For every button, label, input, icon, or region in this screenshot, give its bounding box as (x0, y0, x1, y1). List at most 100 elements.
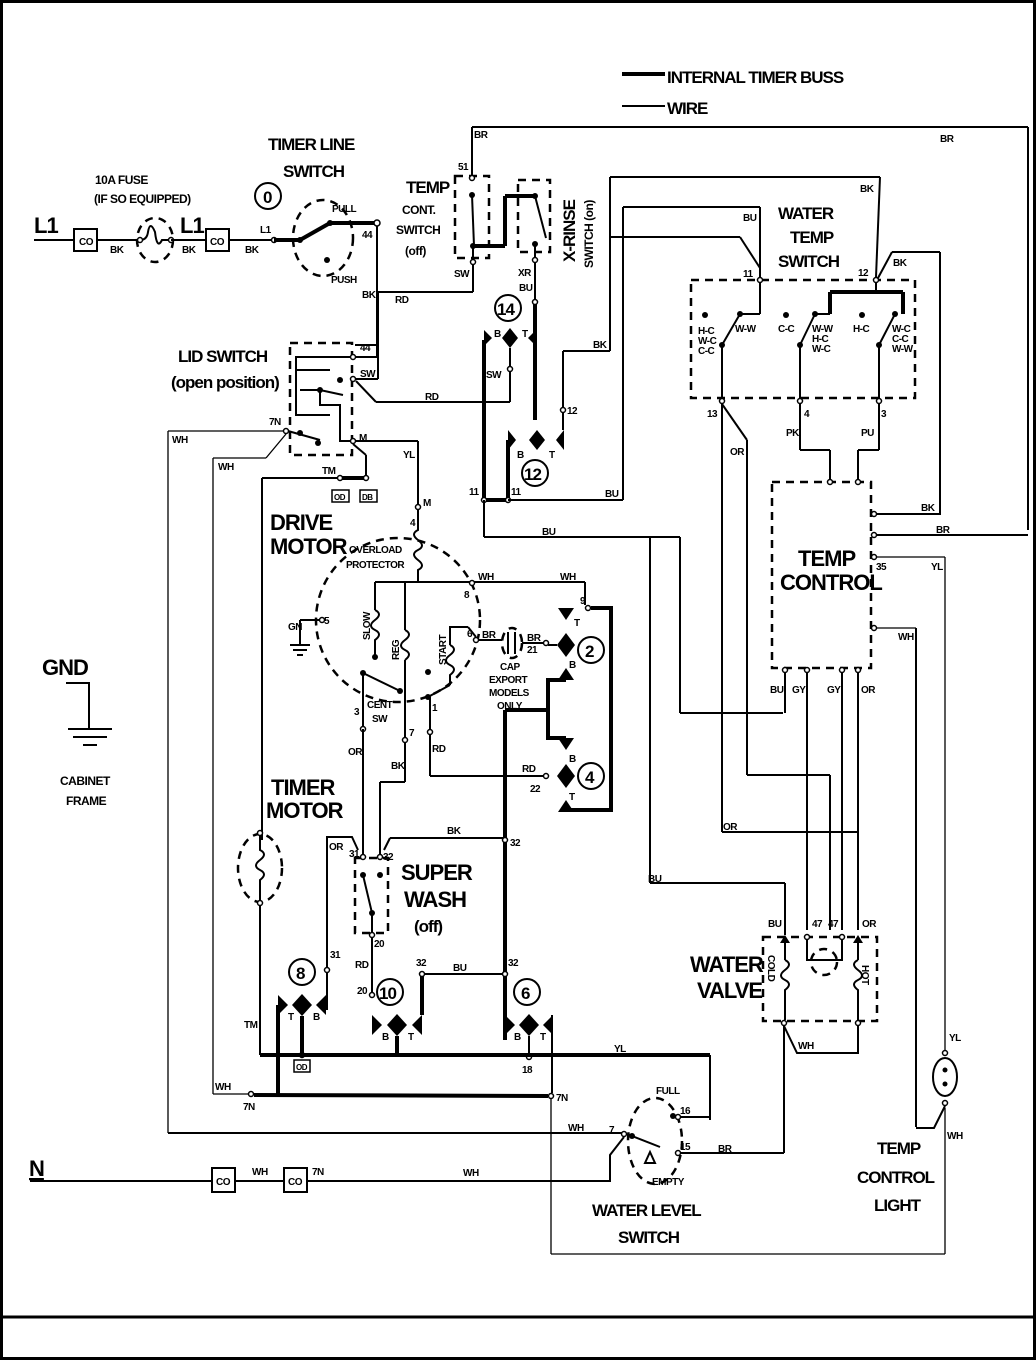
wire-bk (875, 176, 881, 278)
position-label: H-C (698, 326, 715, 337)
connector-block (293, 1059, 311, 1073)
temp-control-light-title-3: LIGHT (874, 1196, 922, 1215)
terminal-7n (282, 427, 290, 435)
terminal-label-20: 20 (374, 939, 385, 950)
internal-wiring (295, 356, 350, 371)
terminal-7 (620, 1130, 628, 1138)
internal-wiring (319, 390, 350, 442)
connector-label: CO (79, 237, 94, 248)
wire-color-wh: WH (560, 572, 576, 583)
cam-badge (254, 182, 282, 210)
cam-8: 8 T B OD (276, 958, 326, 1095)
terminal-label-9: 9 (580, 596, 586, 607)
start-label: START (438, 635, 449, 665)
contact (425, 669, 431, 675)
terminal-51 (468, 174, 476, 182)
contact-common (387, 1014, 407, 1036)
wire (66, 682, 90, 728)
cent-sw-label: CENT (367, 700, 393, 711)
terminal (941, 1049, 949, 1057)
terminal-label-16: 16 (680, 1106, 691, 1117)
wire-color-wh: WH (252, 1167, 268, 1178)
super-wash-switch: SUPER WASH (off) 31 32 20 BK 32 OR 31 RD… (323, 729, 522, 1010)
lid-switch-title: LID SWITCH (178, 347, 268, 366)
position-label: H-C (812, 334, 829, 345)
contact-t (556, 430, 564, 450)
timer-line-switch-title: TIMER LINE (268, 135, 355, 154)
wire (916, 1105, 946, 1129)
terminal-8 (468, 579, 476, 587)
terminal-m (414, 503, 422, 511)
contact-b (316, 995, 326, 1015)
cam-number: 4 (585, 768, 595, 787)
wire-color-rd: RD (522, 764, 536, 775)
contact (780, 935, 790, 943)
wire (352, 443, 367, 456)
terminal (854, 666, 862, 674)
terminal (256, 899, 264, 907)
contact (629, 1133, 635, 1139)
cam-6: 6 B T 18 YL (260, 978, 711, 1120)
x-rinse-title: X-RINSE (560, 199, 579, 262)
terminal-label-sw: SW (454, 269, 470, 280)
terminal (780, 1019, 788, 1027)
contact-common (519, 1014, 539, 1036)
temp-control-housing (770, 480, 873, 670)
terminal-label-tm: TM (244, 1020, 258, 1031)
water-temp-title-2: TEMP (790, 228, 834, 247)
drive-motor-title: DRIVE (270, 510, 333, 535)
cam-number: 14 (497, 300, 515, 319)
connector-label: OD (334, 493, 346, 502)
legend-buss-label: INTERNAL TIMER BUSS (667, 68, 844, 87)
cam-number: 0 (263, 188, 272, 207)
cabinet-ground: GND CABINET FRAME (42, 655, 112, 808)
timer-motor-title-2: MOTOR (266, 798, 344, 823)
wire-color-bu: BU (453, 963, 467, 974)
switch-arm (721, 313, 741, 346)
water-temp-switch: WATER TEMP SWITCH 11 H-C W-C C-C W-W 13 … (610, 127, 1029, 530)
cam-number: 12 (524, 465, 541, 484)
terminal-11 (756, 276, 764, 284)
contact-common (502, 328, 518, 348)
wire-color-wh: WH (898, 632, 914, 643)
timer-motor-coil-icon (255, 836, 265, 900)
x-rinse-switch: XR X-RINSE SWITCH (on) BU (516, 178, 596, 300)
terminal-label-31: 31 (330, 950, 341, 961)
wire-color-or: OR (348, 747, 363, 758)
terminal (870, 531, 878, 539)
timer-motor: TIMER MOTOR TM (236, 775, 345, 1055)
wire-wh (783, 1025, 859, 1054)
fuse-label: 10A FUSE (95, 173, 148, 187)
wire-color-bk: BK (447, 826, 462, 837)
switch-housing (626, 1096, 684, 1186)
contact-label-t: T (549, 450, 555, 461)
terminal-label-11: 11 (469, 487, 480, 498)
wire-color-wh: WH (947, 1131, 963, 1142)
neutral-wiring: WH WH WH WH 7N 7N (167, 430, 946, 1255)
cam-badge (513, 978, 541, 1006)
terminal-47 (803, 933, 811, 941)
switch-arm (299, 221, 331, 242)
contact-label-t: T (288, 1012, 294, 1023)
contact (853, 935, 863, 943)
temp-cont-title-2: CONT. (402, 203, 436, 217)
wire-color-bu: BU (770, 685, 784, 696)
cam-10: 10 B T 32 BU 32 (372, 958, 520, 1055)
connector-block (283, 1167, 308, 1193)
wire-color-bu: BU (542, 527, 556, 538)
wire-color-yl: YL (403, 450, 415, 461)
terminal-label-l1: L1 (260, 225, 272, 236)
terminal-label-xr: XR (518, 268, 532, 279)
cam-4: 4 B T (503, 678, 605, 1040)
contact-common (557, 633, 575, 657)
terminal-label-18: 18 (522, 1065, 533, 1076)
temp-control-light-title-2: CONTROL (857, 1168, 935, 1187)
contact (372, 654, 378, 660)
terminal-32 (501, 836, 509, 844)
overload-label: OVERLOAD (349, 545, 402, 556)
terminal-32 (501, 970, 509, 978)
wire-color-gy: GY (792, 685, 806, 696)
terminal (256, 829, 264, 837)
wire-color-bu: BU (605, 489, 619, 500)
position-label: C-C (892, 334, 909, 345)
